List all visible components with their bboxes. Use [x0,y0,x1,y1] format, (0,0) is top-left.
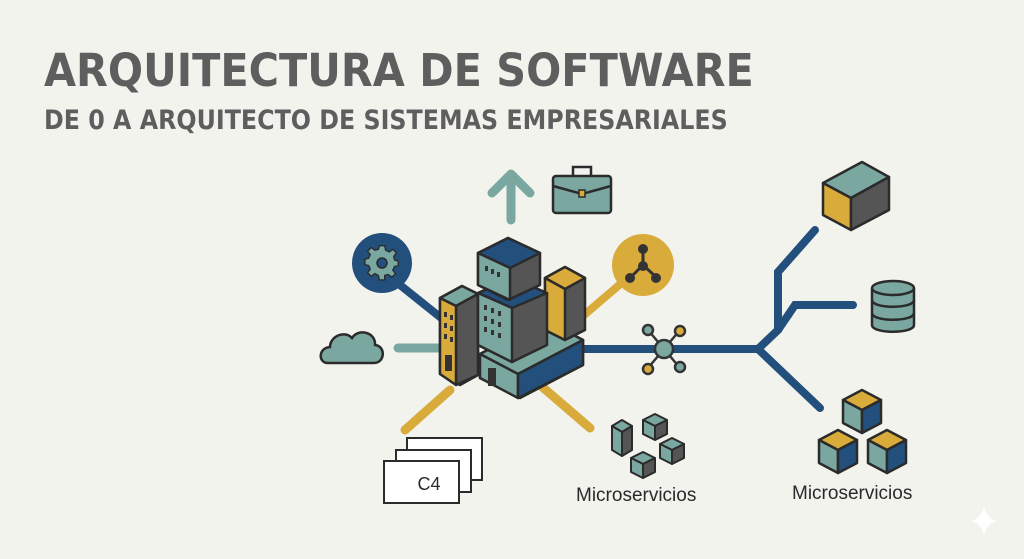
microservices-label-left: Microservicios [576,485,697,506]
cube-icon [821,160,891,232]
microservices-label-right: Microservicios [792,483,913,504]
stacked-frames-icon [383,437,483,504]
connector-branch-bottom [754,345,824,412]
hub-icon [641,323,687,376]
briefcase-icon [551,165,613,215]
building-cluster-icon [438,236,587,400]
cloud-icon [319,331,384,365]
sparkle-icon [971,507,997,535]
page-title: ARQUITECTURA DE SOFTWARE [44,44,754,97]
cubes-stack-icon [817,388,908,475]
connector-branch-top [754,226,819,353]
network-node-icon [612,234,674,296]
connector-branch-mid [774,301,857,334]
database-icon [870,279,916,333]
connectors [393,226,857,435]
c4-label: C4 [417,474,441,494]
arrow-up-icon [487,169,535,225]
cubes-cluster-icon [611,413,685,479]
connector-microservices [535,380,595,433]
connector-c4 [400,385,455,435]
gear-icon [352,233,412,293]
page-subtitle: DE 0 A ARQUITECTO DE SISTEMAS EMPRESARIA… [44,105,728,136]
